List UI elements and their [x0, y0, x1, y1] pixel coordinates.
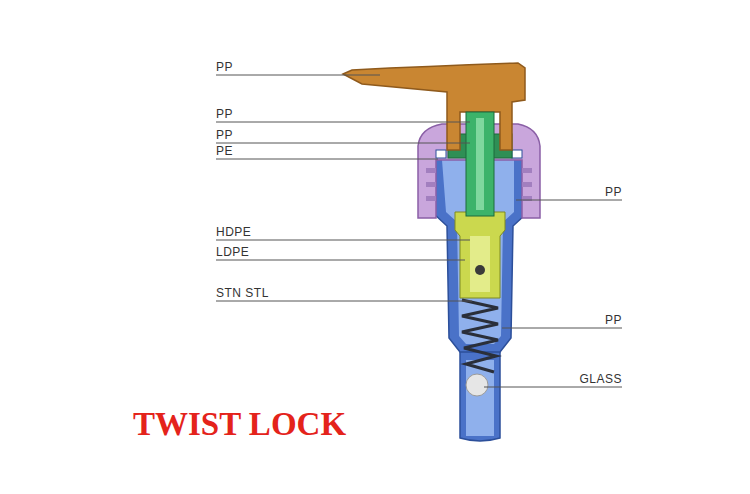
piston-bore	[470, 236, 490, 292]
leader-line	[216, 260, 465, 261]
leader-line	[216, 122, 470, 123]
thread	[426, 168, 436, 173]
thread	[522, 168, 532, 173]
part-label: HDPE	[216, 225, 251, 239]
leader-line	[216, 240, 470, 241]
part-label: STN STL	[216, 286, 269, 300]
part-label: PP	[216, 128, 233, 142]
part-label: GLASS	[579, 372, 622, 386]
stem-bore	[476, 118, 484, 210]
leader-lines	[216, 75, 622, 387]
diagram-title: TWIST LOCK	[133, 405, 346, 443]
part-label: LDPE	[216, 245, 249, 259]
stem	[466, 112, 494, 216]
thread	[426, 196, 436, 201]
part-label: PP	[605, 185, 622, 199]
part-label: PP	[216, 60, 233, 74]
leader-line	[516, 200, 622, 201]
leader-line	[484, 387, 622, 388]
leader-line	[216, 301, 472, 302]
glass-ball	[466, 374, 488, 396]
leader-line	[216, 159, 438, 160]
leader-line	[502, 328, 622, 329]
actuator-head	[343, 63, 525, 150]
part-label: PP	[216, 107, 233, 121]
thread	[522, 182, 532, 187]
piston	[455, 212, 505, 298]
part-label: PP	[605, 313, 622, 327]
gasket	[512, 150, 522, 158]
leader-line	[216, 143, 470, 144]
piston-valve	[475, 265, 485, 275]
thread	[426, 182, 436, 187]
gasket	[436, 150, 446, 158]
spring	[462, 300, 498, 372]
part-label: PE	[216, 144, 233, 158]
leader-line	[216, 75, 380, 76]
